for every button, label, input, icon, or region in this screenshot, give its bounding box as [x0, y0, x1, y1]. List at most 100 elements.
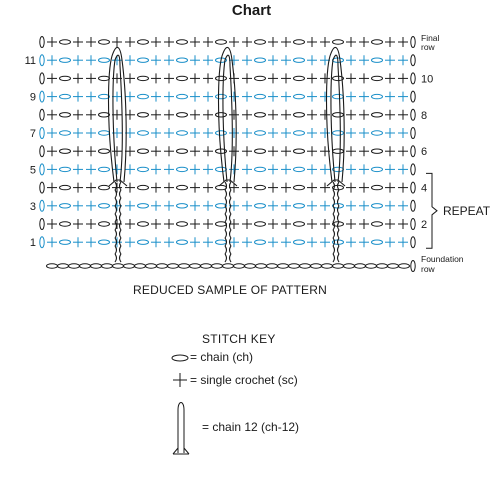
- chain-stitch: [98, 203, 110, 209]
- single-crochet-stitch: [125, 73, 135, 84]
- chain-stitch: [176, 239, 188, 245]
- chain-stitch: [137, 75, 149, 82]
- single-crochet-stitch: [307, 200, 317, 211]
- single-crochet-stitch: [229, 164, 239, 175]
- chain-stitch: [176, 166, 188, 173]
- single-crochet-stitch: [47, 128, 57, 138]
- chain-stitch: [254, 221, 266, 227]
- single-crochet-stitch: [307, 182, 317, 193]
- single-crochet-stitch: [398, 109, 408, 120]
- single-crochet-stitch: [320, 237, 330, 248]
- single-crochet-stitch: [268, 37, 278, 47]
- single-crochet-stitch: [203, 164, 213, 175]
- chain-stitch: [98, 239, 110, 245]
- single-crochet-stitch: [242, 109, 252, 120]
- single-crochet-stitch: [307, 55, 317, 66]
- chain-stitch: [293, 184, 305, 191]
- chain-stitch: [354, 263, 366, 269]
- single-crochet-stitch: [385, 146, 395, 157]
- chain-stitch: [215, 39, 227, 45]
- chain-stitch: [332, 112, 344, 118]
- chain-stitch: [59, 166, 71, 173]
- single-crochet-stitch: [73, 73, 83, 84]
- turning-chain: [39, 236, 45, 249]
- chain-stitch: [254, 93, 266, 100]
- single-crochet-stitch: [359, 182, 369, 193]
- chain-stitch: [371, 148, 383, 154]
- ch-12-loop: [217, 46, 238, 263]
- single-crochet-stitch: [190, 219, 200, 229]
- row-number-left: 1: [30, 237, 36, 249]
- single-crochet-stitch: [164, 109, 174, 120]
- turning-chain: [410, 218, 416, 230]
- chain-stitch: [46, 263, 58, 269]
- single-crochet-stitch: [190, 37, 200, 47]
- single-crochet-stitch: [73, 37, 83, 47]
- chain-stitch: [299, 263, 311, 269]
- single-crochet-stitch: [307, 164, 317, 175]
- single-crochet-stitch: [320, 109, 330, 120]
- chain-stitch: [321, 263, 333, 269]
- chain-stitch: [112, 263, 124, 269]
- single-crochet-stitch: [242, 91, 252, 102]
- chain-stitch: [293, 203, 305, 209]
- chain-stitch: [376, 263, 388, 269]
- single-crochet-stitch: [281, 37, 291, 47]
- single-crochet-stitch: [229, 109, 239, 120]
- chain-stitch: [98, 112, 110, 118]
- single-crochet-stitch: [47, 109, 57, 120]
- single-crochet-stitch: [320, 128, 330, 138]
- key-label-chain: = chain (ch): [190, 350, 254, 364]
- single-crochet-stitch: [346, 237, 356, 248]
- chain-stitch: [293, 221, 305, 227]
- single-crochet-stitch: [359, 55, 369, 66]
- single-crochet-stitch: [73, 128, 83, 138]
- chain-stitch: [176, 112, 188, 118]
- single-crochet-stitch: [47, 164, 57, 175]
- chain-stitch: [293, 57, 305, 63]
- single-crochet-stitch: [164, 128, 174, 138]
- single-crochet-stitch: [398, 164, 408, 175]
- single-crochet-stitch: [190, 237, 200, 248]
- single-crochet-stitch: [203, 237, 213, 248]
- single-crochet-stitch: [307, 219, 317, 229]
- single-crochet-stitch: [359, 219, 369, 229]
- chain-stitch: [189, 263, 201, 269]
- single-crochet-stitch: [268, 128, 278, 138]
- single-crochet-stitch: [359, 146, 369, 157]
- chain-stitch: [145, 263, 157, 269]
- single-crochet-stitch: [86, 146, 96, 157]
- single-crochet-stitch: [190, 146, 200, 157]
- chain-stitch: [137, 57, 149, 63]
- single-crochet-stitch: [242, 164, 252, 175]
- chain-stitch: [167, 263, 179, 269]
- chain-stitch: [288, 263, 300, 269]
- single-crochet-stitch: [242, 128, 252, 138]
- single-crochet-stitch: [268, 219, 278, 229]
- single-crochet-stitch: [125, 146, 135, 157]
- chain-stitch: [123, 263, 135, 269]
- chain-stitch: [176, 221, 188, 227]
- single-crochet-stitch: [125, 91, 135, 102]
- chain-stitch: [59, 203, 71, 209]
- single-crochet-stitch: [86, 91, 96, 102]
- single-crochet-stitch: [112, 37, 122, 47]
- chain-stitch: [254, 203, 266, 209]
- chain-stitch: [371, 130, 383, 136]
- single-crochet-stitch: [164, 182, 174, 193]
- single-crochet-stitch: [86, 128, 96, 138]
- single-crochet-stitch: [86, 219, 96, 229]
- repeat-label: REPEAT: [443, 204, 491, 218]
- chart-caption: REDUCED SAMPLE OF PATTERN: [133, 283, 327, 297]
- chain-stitch: [254, 130, 266, 136]
- single-crochet-stitch: [190, 73, 200, 84]
- single-crochet-stitch: [385, 128, 395, 138]
- single-crochet-stitch: [359, 109, 369, 120]
- turning-chain: [39, 54, 45, 67]
- chain-stitch: [134, 263, 146, 269]
- row-number-left: 11: [25, 55, 36, 67]
- single-crochet-stitch: [307, 128, 317, 138]
- single-crochet-stitch: [73, 164, 83, 175]
- chain-stitch: [332, 263, 344, 269]
- single-crochet-stitch: [398, 146, 408, 157]
